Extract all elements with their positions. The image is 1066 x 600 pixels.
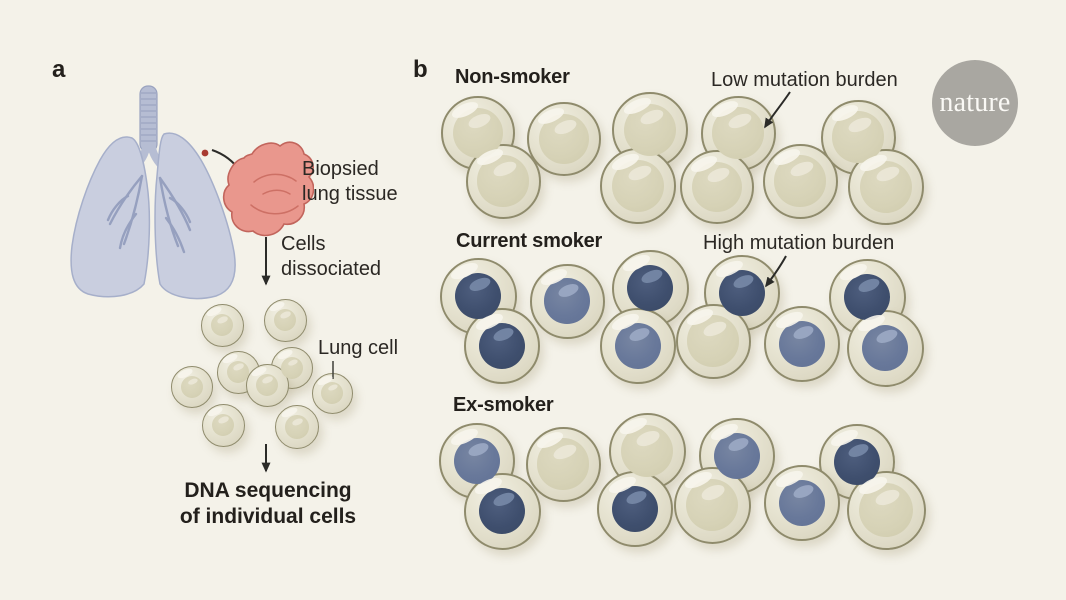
non-smoker-cell-beige [848,149,924,225]
cell-nucleus-beige [612,160,664,212]
cell-nucleus-beige [712,107,764,159]
cell-nucleus-navy [478,487,526,535]
dna-sequencing-label-line2: of individual cells [179,505,357,528]
cell-nucleus-beige [226,360,250,384]
group-heading-non-smoker: Non-smoker [455,66,570,88]
cell-nucleus-navy [478,322,526,370]
cell-nucleus-beige [859,483,913,537]
dna-sequencing-label-line1: DNA sequencing [184,479,352,502]
cell-nucleus-beige [538,113,590,165]
cell-nucleus-slate [544,278,590,324]
current-smoker-cell-beige [675,303,751,379]
ex-smoker-cell-beige [673,466,751,544]
low-mutation-burden-label: Low mutation burden [711,69,898,91]
panel-a-label: a [52,56,66,83]
cell-nucleus-beige [860,161,912,213]
cell-nucleus-navy [611,485,659,533]
dissociated-cell-beige [200,303,244,347]
current-smoker-cell-slate [764,306,840,382]
group-heading-ex-smoker: Ex-smoker [453,394,554,416]
dissociated-cell-beige [263,298,307,342]
cell-nucleus-navy [843,273,891,321]
biopsied-tissue-label-line2: lung tissue [302,183,398,205]
dissociated-cell-beige [275,405,319,449]
lung-cell-label: Lung cell [318,337,399,359]
ex-smoker-cell-navy [597,471,673,547]
group-heading-current-smoker: Current smoker [456,230,603,252]
high-burden-arrow [765,255,787,288]
cell-nucleus-beige [180,375,204,399]
cell-nucleus-slate [861,324,909,372]
high-mutation-burden-label: High mutation burden [703,232,895,254]
low-burden-arrow [764,91,791,129]
cell-nucleus-beige [477,155,529,207]
cell-nucleus-slate [778,320,826,368]
cell-nucleus-beige [255,373,279,397]
cell-nucleus-beige [273,308,297,332]
biopsied-tissue [222,141,314,237]
bronchial-branches [106,174,192,254]
cell-nucleus-beige [691,161,743,213]
cell-nucleus-slate [713,432,761,480]
current-smoker-cell-slate [600,308,676,384]
cells-dissociated-label-line2: dissociated [281,258,382,280]
ex-smoker-cell-beige [525,426,601,502]
lungs-illustration [70,85,314,300]
cells-dissociated-label: Cells dissociated [281,232,381,282]
cell-nucleus-beige [321,382,343,404]
cell-nucleus-beige [624,104,676,156]
cell-nucleus-navy [626,264,674,312]
ex-smoker-cell-slate [764,465,840,541]
biopsied-tissue-label-line1: Biopsied [302,158,379,180]
panel-b-label: b [413,56,428,83]
cell-nucleus-beige [687,315,739,367]
cell-nucleus-navy [454,272,502,320]
cell-nucleus-slate [614,322,662,370]
dissociated-cell-beige [201,403,245,447]
cell-nucleus-beige [211,413,235,437]
current-smoker-cell-slate [529,263,605,339]
cell-nucleus-beige [774,155,826,207]
cell-nucleus-slate [778,479,826,527]
non-smoker-cell-beige [600,148,676,224]
dissociated-cell-beige [311,372,353,414]
cell-nucleus-slate [453,437,501,485]
non-smoker-cell-beige [762,143,838,219]
current-smoker-cell-navy [464,308,540,384]
cell-nucleus-beige [210,313,234,337]
ex-smoker-cell-navy [463,472,541,550]
non-smoker-cell-beige [680,150,754,224]
biopsied-tissue-label: Biopsied lung tissue [302,157,398,207]
biopsy-site-dot [201,149,209,157]
cell-nucleus-beige [280,356,304,380]
lung-right-lobe [154,132,236,300]
dna-sequencing-label: DNA sequencing of individual cells [156,478,380,530]
current-smoker-cell-slate [846,309,924,387]
non-smoker-cell-beige [527,102,601,176]
nature-logo-text: nature [939,87,1011,118]
cell-nucleus-navy [718,269,766,317]
nature-logo: nature [932,60,1018,146]
cells-dissociated-label-line1: Cells [281,233,326,255]
cell-nucleus-beige [537,438,589,490]
cell-nucleus-beige [285,415,309,439]
dissociated-cell-beige [171,366,213,408]
